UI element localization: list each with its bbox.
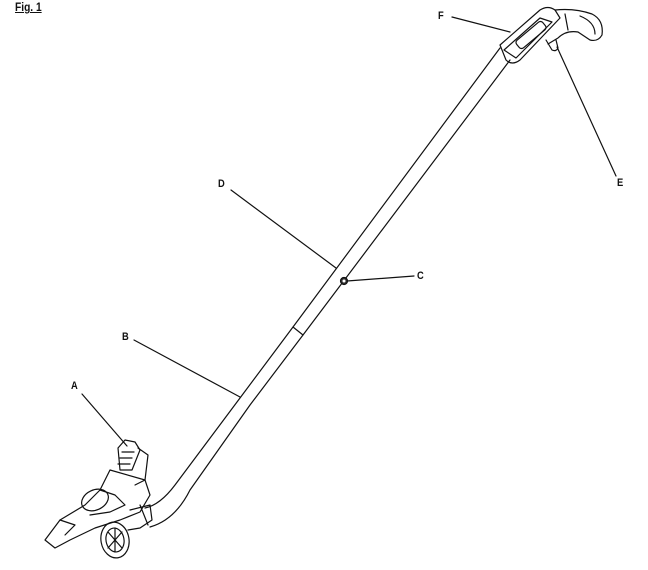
callout-leaders (81, 16, 617, 447)
leader-c (346, 275, 415, 282)
callout-label-c: C (417, 270, 424, 282)
callout-label-a: A (71, 380, 78, 392)
leader-d (230, 189, 337, 269)
callout-label-d: D (218, 178, 225, 190)
leader-b (133, 339, 241, 398)
leader-a (81, 393, 128, 447)
edger-head (44, 439, 153, 559)
callout-label-b: B (122, 331, 129, 343)
callout-label-e: E (617, 177, 624, 189)
handle-grip (499, 6, 603, 64)
leader-f (451, 16, 511, 33)
callout-label-f: F (438, 10, 444, 22)
leader-e (556, 46, 617, 177)
shaft (139, 47, 511, 528)
figure-title: Fig. 1 (15, 0, 42, 14)
